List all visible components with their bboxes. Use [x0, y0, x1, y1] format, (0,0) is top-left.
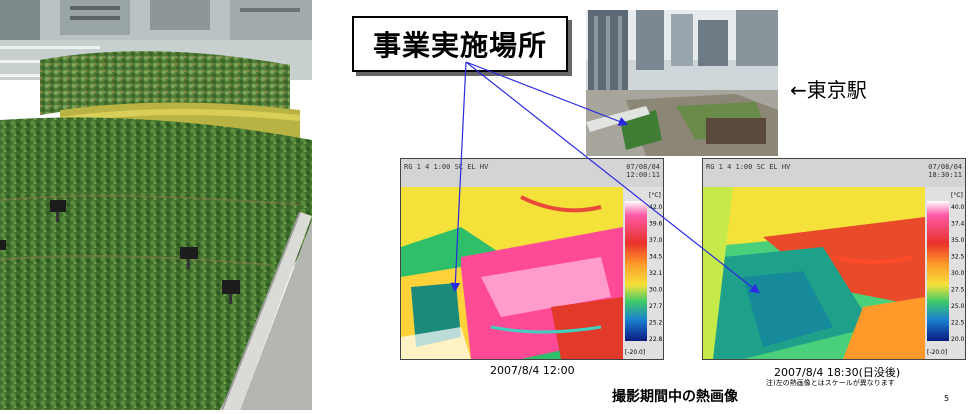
caption-sunset: 2007/8/4 18:30(日没後): [774, 366, 901, 379]
thermal-header-info: RG 1 4 1:00 SC EL HV: [404, 163, 489, 171]
scale-tick-label: 30.0: [951, 270, 965, 277]
thermal-header-time: 12:00:11: [626, 171, 660, 179]
project-site-label-text: 事業実施場所: [372, 29, 547, 62]
scale-tick-label: 32.1: [649, 270, 663, 277]
thermal-image-noon: RG 1 4 1:00 SC EL HV 07/08/04 12:00:11: [400, 158, 664, 360]
scale-tick-label: 37.0: [649, 237, 663, 244]
thermal-picture-noon: [401, 187, 623, 359]
scale-tick-label: 25.2: [649, 320, 663, 327]
scale-tick-label: 27.5: [951, 287, 965, 294]
scale-tick-label: 27.7: [649, 303, 663, 310]
page-number: 5: [944, 394, 950, 403]
scale-tick-label: 30.0: [649, 287, 663, 294]
scale-tick-label: 40.0: [951, 204, 965, 211]
thermal-header: RG 1 4 1:00 SC EL HV 07/08/04 18:30:11: [703, 159, 965, 187]
scale-tick-label: 35.0: [951, 237, 965, 244]
scale-tick-label: 42.0: [649, 204, 663, 211]
scale-tick-label: 37.4: [951, 221, 965, 228]
thermal-scale-noon: [°C] 42.0 39.6 37.0 34.5 32.1 30.0 27.7 25.2 22.8…: [623, 187, 663, 359]
scale-bottom-label: [-20.0]: [625, 349, 645, 356]
scale-tick-label: 20.0: [951, 336, 965, 343]
thermal-scale-sunset: [°C] 40.0 37.4 35.0 32.5 30.0 27.5 25.0 22.5 20.0…: [925, 187, 965, 359]
scale-tick-label: 22.5: [951, 320, 965, 327]
scale-tick-label: 32.5: [951, 254, 965, 261]
scale-unit-label: [°C]: [951, 192, 963, 199]
caption-noon: 2007/8/4 12:00: [490, 364, 575, 377]
thermal-header-datetime: 07/08/04 18:30:11: [928, 163, 962, 179]
thermal-image-sunset: RG 1 4 1:00 SC EL HV 07/08/04 18:30:11: [702, 158, 966, 360]
scale-bottom-label: [-20.0]: [927, 349, 947, 356]
thermal-header: RG 1 4 1:00 SC EL HV 07/08/04 12:00:11: [401, 159, 663, 187]
thermal-header-info: RG 1 4 1:00 SC EL HV: [706, 163, 791, 171]
rooftop-garden-photo: [0, 0, 312, 411]
thermal-picture-sunset: [703, 187, 925, 359]
scale-tick-label: 34.5: [649, 254, 663, 261]
aerial-photo-tokyo-station: [586, 10, 778, 156]
scale-tick-label: 39.6: [649, 221, 663, 228]
scale-tick-label: 22.8: [649, 336, 663, 343]
thermal-header-date: 07/08/04: [626, 163, 660, 171]
project-site-label: 事業実施場所: [352, 16, 568, 72]
thermal-header-date: 07/08/04: [928, 163, 962, 171]
scale-note: 注)左の熱画像とはスケールが異なります: [766, 379, 895, 387]
thermal-header-time: 18:30:11: [928, 171, 962, 179]
scale-tick-label: 25.0: [951, 303, 965, 310]
scale-unit-label: [°C]: [649, 192, 661, 199]
thermal-images-title: 撮影期間中の熱画像: [612, 389, 738, 405]
tokyo-station-label: ←東京駅: [790, 78, 867, 102]
thermal-header-datetime: 07/08/04 12:00:11: [626, 163, 660, 179]
